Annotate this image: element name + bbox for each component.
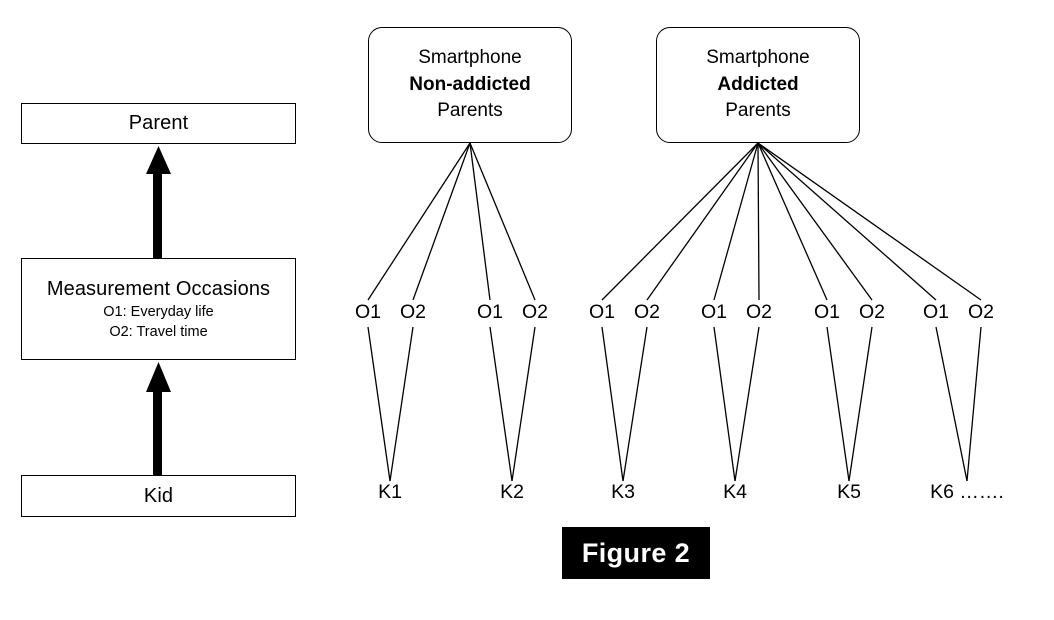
occasion-label-7: O2 xyxy=(745,301,773,323)
occasion-label-4: O1 xyxy=(588,301,616,323)
occasion-to-kid-link-11 xyxy=(966,326,982,482)
group-non-addicted-line-1: Smartphone xyxy=(418,46,522,68)
occasion-to-kid-link-5 xyxy=(622,326,648,482)
occasion-to-kid-link-4 xyxy=(601,326,624,482)
legend-parent-title: Parent xyxy=(128,112,189,134)
occasion-label-8: O1 xyxy=(813,301,841,323)
occasion-label-10: O1 xyxy=(922,301,950,323)
group-non-addicted-line-3: Parents xyxy=(437,100,503,122)
group-node-addicted-parents: Smartphone Addicted Parents xyxy=(656,27,860,143)
group-non-addicted-line-2: Non-addicted xyxy=(409,73,531,95)
legend-measurement-title: Measurement Occasions xyxy=(46,277,271,300)
occasion-to-kid-link-1 xyxy=(389,326,414,482)
figure-caption: Figure 2 xyxy=(562,527,710,579)
parent-to-occasion-link-5 xyxy=(646,142,759,301)
kid-label-k2: K2 xyxy=(500,481,524,503)
legend-measurement-o1: O1: Everyday life xyxy=(103,303,214,320)
parent-to-occasion-link-7 xyxy=(757,142,760,301)
occasion-label-1: O2 xyxy=(399,301,427,323)
parent-to-occasion-link-0 xyxy=(367,142,471,301)
occasion-to-kid-link-8 xyxy=(826,326,850,482)
legend-kid-title: Kid xyxy=(143,484,174,507)
occasion-to-kid-link-6 xyxy=(713,326,736,482)
occasion-to-kid-link-7 xyxy=(734,326,760,482)
occasion-label-3: O2 xyxy=(521,301,549,323)
occasion-to-kid-link-0 xyxy=(367,326,391,482)
parent-to-occasion-link-10 xyxy=(757,142,937,301)
legend-arrow-kid-to-measurement xyxy=(146,362,171,475)
group-node-non-addicted-parents: Smartphone Non-addicted Parents xyxy=(368,27,572,143)
fan-addicted-parents xyxy=(601,142,982,301)
parent-to-occasion-link-2 xyxy=(469,142,491,301)
occasion-to-kid-link-2 xyxy=(489,326,513,482)
group-addicted-line-1: Smartphone xyxy=(706,46,810,68)
fan-non-addicted-parents xyxy=(367,142,536,301)
legend-measurement-o2: O2: Travel time xyxy=(109,323,208,340)
occasion-label-5: O2 xyxy=(633,301,661,323)
legend-box-kid: Kid xyxy=(21,475,296,517)
group-addicted-line-3: Parents xyxy=(725,100,791,122)
occasion-to-kid-link-3 xyxy=(511,326,536,482)
legend-box-measurement-occasions: Measurement Occasions O1: Everyday life … xyxy=(21,258,296,360)
occasion-to-kid-links xyxy=(367,326,982,482)
occasion-to-kid-link-9 xyxy=(848,326,873,482)
parent-to-occasion-link-9 xyxy=(757,142,873,301)
parent-to-occasion-link-1 xyxy=(412,142,471,301)
legend-box-parent: Parent xyxy=(21,103,296,144)
parent-to-occasion-link-8 xyxy=(757,142,828,301)
occasion-label-11: O2 xyxy=(967,301,995,323)
parent-to-occasion-link-6 xyxy=(713,142,759,301)
group-addicted-line-2: Addicted xyxy=(717,73,799,95)
occasion-to-kid-link-10 xyxy=(935,326,968,482)
kid-label-k6: K6 ……. xyxy=(930,481,1004,503)
kid-label-k4: K4 xyxy=(723,481,747,503)
occasion-label-9: O2 xyxy=(858,301,886,323)
kid-label-k5: K5 xyxy=(837,481,861,503)
occasion-label-0: O1 xyxy=(354,301,382,323)
parent-to-occasion-link-3 xyxy=(469,142,536,301)
parent-to-occasion-link-4 xyxy=(601,142,759,301)
occasion-label-2: O1 xyxy=(476,301,504,323)
kid-label-k1: K1 xyxy=(378,481,402,503)
parent-to-occasion-link-11 xyxy=(757,142,982,301)
occasion-label-6: O1 xyxy=(700,301,728,323)
kid-label-k3: K3 xyxy=(611,481,635,503)
legend-arrow-measurement-to-parent xyxy=(146,146,171,258)
